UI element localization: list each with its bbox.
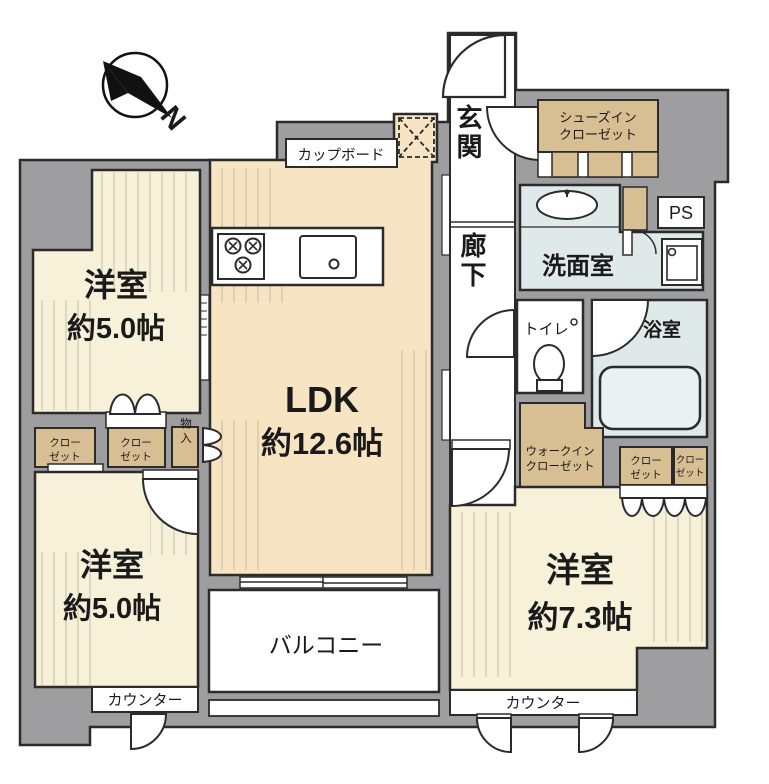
door-arc bbox=[465, 308, 515, 358]
folding-door bbox=[105, 393, 167, 429]
door-arc bbox=[130, 713, 168, 751]
closet-label: ゼット bbox=[49, 451, 81, 463]
door-knob-icon bbox=[570, 318, 578, 326]
bathtub-icon bbox=[598, 365, 702, 431]
sic-shelf bbox=[631, 151, 659, 178]
bathroom: 浴室 bbox=[590, 298, 709, 439]
bedroom3-size: 約7.3帖 bbox=[527, 600, 632, 635]
bedroom1-size: 約5.0帖 bbox=[67, 311, 165, 345]
closet-label: クロー bbox=[676, 455, 705, 466]
door-arc bbox=[141, 469, 199, 536]
entrance-label: 玄関 bbox=[453, 103, 483, 162]
washbasin-icon bbox=[536, 189, 598, 220]
entrance-hallway: 玄関 廊下 bbox=[441, 33, 541, 506]
closet-label: クロー bbox=[630, 455, 662, 467]
bedroom1-name: 洋室 bbox=[84, 267, 148, 303]
counter-label: カウンター bbox=[505, 695, 580, 712]
closet-box bbox=[673, 446, 708, 486]
hatch-lines bbox=[38, 172, 197, 410]
cupboard-label: カップボード bbox=[298, 147, 385, 164]
wic-label: ウォークイン bbox=[526, 445, 595, 458]
storeroom-label: 物入 bbox=[179, 417, 192, 447]
balcony-label: バルコニー bbox=[269, 632, 384, 658]
stove-icon bbox=[217, 233, 265, 280]
shoes-in-closet: シューズイン クローゼット bbox=[537, 99, 659, 231]
closet-label: クロー bbox=[49, 437, 81, 449]
toilet-icon bbox=[533, 344, 565, 392]
closet-label: ゼット bbox=[630, 469, 662, 481]
door-arc bbox=[485, 106, 541, 162]
counter-label: カウンター bbox=[107, 692, 182, 709]
room-bedroom1: 洋室 約5.0帖 bbox=[31, 168, 202, 429]
closet-box bbox=[107, 427, 166, 468]
ldk-name: LDK bbox=[285, 379, 359, 420]
closet-label: クロー bbox=[120, 437, 152, 449]
sic-label: クローゼット bbox=[559, 127, 637, 142]
counter-box bbox=[91, 686, 199, 713]
balcony-floor bbox=[207, 588, 441, 694]
ldk-size: 約12.6帖 bbox=[261, 426, 383, 461]
sic-column bbox=[622, 186, 648, 231]
front-door-arc bbox=[441, 33, 507, 99]
closet-label: ゼット bbox=[120, 451, 152, 463]
storeroom-box bbox=[171, 426, 199, 468]
sic-label: シューズイン bbox=[559, 110, 636, 125]
balcony-railing bbox=[208, 699, 440, 717]
folding-door bbox=[619, 484, 708, 517]
folding-door bbox=[202, 426, 222, 464]
bathroom-label: 浴室 bbox=[643, 318, 681, 341]
sic-box bbox=[537, 99, 659, 153]
washroom: 洗面室 bbox=[518, 183, 705, 292]
refrigerator-space-icon bbox=[398, 117, 435, 158]
bedroom2-size: 約5.0帖 bbox=[63, 591, 161, 625]
door-arc bbox=[475, 713, 615, 754]
ps-box bbox=[657, 196, 705, 229]
bedroom3-name: 洋室 bbox=[546, 551, 614, 590]
entrance-step-line bbox=[450, 221, 515, 228]
toilet-label: トイレ bbox=[523, 321, 568, 338]
room-ldk: LDK 約12.6帖 カップボード bbox=[197, 112, 452, 589]
door-arc bbox=[591, 299, 650, 358]
washroom-label: 洗面室 bbox=[542, 252, 614, 280]
closet-label: ゼット bbox=[676, 467, 705, 479]
balcony-window bbox=[239, 576, 408, 589]
hallway-label: 廊下 bbox=[457, 231, 487, 290]
sic-shelf bbox=[551, 151, 579, 178]
closet-row-right: クロー ゼット クロー ゼット bbox=[619, 446, 708, 517]
pipe-space: PS bbox=[657, 196, 705, 229]
sink-icon bbox=[299, 235, 357, 279]
ps-label: PS bbox=[669, 203, 693, 223]
hatch-lines bbox=[455, 492, 703, 677]
cupboard-box bbox=[285, 138, 398, 168]
kitchen-counter bbox=[210, 226, 385, 287]
room-bedroom3: 洋室 約7.3帖 カウンター bbox=[448, 439, 709, 754]
balcony: バルコニー bbox=[207, 588, 441, 717]
door-arc bbox=[622, 229, 657, 256]
washing-machine-icon bbox=[661, 238, 703, 286]
closet-box bbox=[34, 427, 96, 468]
sic-shelf bbox=[587, 151, 623, 178]
bedroom2-name: 洋室 bbox=[80, 547, 144, 583]
room-bedroom2: 洋室 約5.0帖 カウンター bbox=[33, 469, 200, 751]
toilet-floor bbox=[515, 298, 585, 395]
wic-label: クローゼット bbox=[526, 460, 595, 473]
counter-box bbox=[449, 689, 638, 716]
toilet-room: トイレ bbox=[515, 298, 585, 395]
door-arc bbox=[451, 439, 511, 508]
